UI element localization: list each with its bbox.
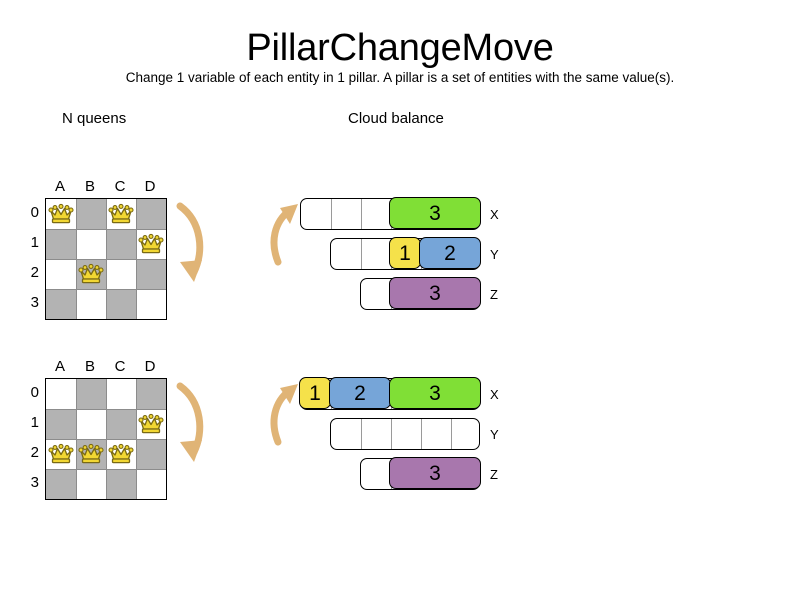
- board-square-D0: [136, 379, 166, 409]
- board-column-label-C: C: [114, 358, 126, 375]
- capacity-gridline: [421, 419, 422, 449]
- board-row-label-0: 0: [30, 384, 39, 401]
- capacity-gridline: [451, 419, 452, 449]
- section-heading-cloud: Cloud balance: [348, 110, 444, 127]
- page-title: PillarChangeMove: [246, 27, 554, 69]
- curved-arrow-down-icon: [176, 202, 204, 282]
- board-square-D0: [136, 199, 166, 229]
- board-square-B1: [76, 229, 106, 259]
- computer-label-z-before: Z: [490, 287, 498, 302]
- computer-label-y-before: Y: [490, 247, 499, 262]
- board-gridline: [46, 289, 166, 290]
- board-square-B3: [76, 469, 106, 499]
- board-square-C2: [106, 439, 136, 469]
- section-heading-nqueens: N queens: [62, 110, 127, 127]
- board-row-label-1: 1: [30, 234, 39, 251]
- board-gridline: [46, 469, 166, 470]
- board-square-C0: [106, 199, 136, 229]
- capacity-gridline: [331, 199, 332, 229]
- capacity-gridline: [361, 199, 362, 229]
- board-gridline: [136, 379, 137, 499]
- page-subtitle: Change 1 variable of each entity in 1 pi…: [125, 70, 675, 85]
- board-square-C3: [106, 469, 136, 499]
- board-square-B1: [76, 409, 106, 439]
- board-square-D2: [136, 259, 166, 289]
- board-square-D1: [136, 229, 166, 259]
- board-column-label-B: B: [84, 358, 95, 375]
- curved-arrow-down-icon: [176, 382, 204, 462]
- board-square-B3: [76, 289, 106, 319]
- board-square-B2: [76, 439, 106, 469]
- board-square-D2: [136, 439, 166, 469]
- board-row-label-2: 2: [30, 444, 39, 461]
- board-row-label-3: 3: [30, 294, 39, 311]
- board-column-label-D: D: [144, 358, 156, 375]
- process-block-3-x-after: 3: [389, 377, 481, 409]
- board-square-C1: [106, 409, 136, 439]
- computer-label-z-after: Z: [490, 467, 498, 482]
- board-square-A1: [46, 229, 76, 259]
- capacity-gridline: [391, 419, 392, 449]
- board-column-label-A: A: [54, 358, 65, 375]
- chessboard-after: [45, 378, 167, 500]
- board-square-A3: [46, 469, 76, 499]
- process-block-1-y-before: 1: [389, 237, 421, 269]
- board-square-A0: [46, 379, 76, 409]
- board-gridline: [136, 199, 137, 319]
- computer-label-y-after: Y: [490, 427, 499, 442]
- board-square-D3: [136, 469, 166, 499]
- board-square-D3: [136, 289, 166, 319]
- board-row-label-3: 3: [30, 474, 39, 491]
- process-block-1-x-after: 1: [299, 377, 331, 409]
- board-square-A1: [46, 409, 76, 439]
- process-block-2-y-before: 2: [419, 237, 481, 269]
- computer-bar-y-after: [330, 418, 480, 450]
- board-square-A2: [46, 439, 76, 469]
- board-square-D1: [136, 409, 166, 439]
- computer-label-x-after: X: [490, 387, 499, 402]
- board-square-A2: [46, 259, 76, 289]
- capacity-gridline: [361, 419, 362, 449]
- board-column-label-B: B: [84, 178, 95, 195]
- board-row-label-0: 0: [30, 204, 39, 221]
- board-column-label-C: C: [114, 178, 126, 195]
- board-gridline: [46, 439, 166, 440]
- board-square-B2: [76, 259, 106, 289]
- board-square-C1: [106, 229, 136, 259]
- board-column-label-D: D: [144, 178, 156, 195]
- process-block-2-x-after: 2: [329, 377, 391, 409]
- chessboard-before: [45, 198, 167, 320]
- board-column-label-A: A: [54, 178, 65, 195]
- board-row-label-1: 1: [30, 414, 39, 431]
- board-square-C0: [106, 379, 136, 409]
- board-square-A0: [46, 199, 76, 229]
- board-square-B0: [76, 379, 106, 409]
- board-gridline: [46, 259, 166, 260]
- board-square-A3: [46, 289, 76, 319]
- board-square-C3: [106, 289, 136, 319]
- computer-label-x-before: X: [490, 207, 499, 222]
- board-square-B0: [76, 199, 106, 229]
- board-row-label-2: 2: [30, 264, 39, 281]
- process-block-3-z-after: 3: [389, 457, 481, 489]
- capacity-gridline: [361, 239, 362, 269]
- process-block-3-x-before: 3: [389, 197, 481, 229]
- board-square-C2: [106, 259, 136, 289]
- process-block-3-z-before: 3: [389, 277, 481, 309]
